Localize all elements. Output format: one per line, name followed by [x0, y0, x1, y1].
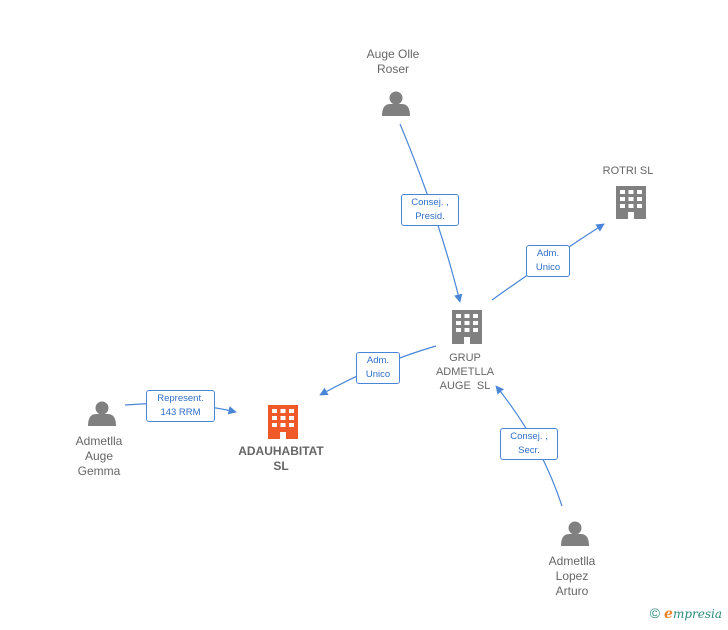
building-icon[interactable]: [268, 405, 298, 439]
node-label-rotri-sl[interactable]: ROTRI SL: [568, 164, 688, 178]
node-label-line: Auge Olle: [366, 47, 420, 61]
node-label-admetlla-auge-gemma[interactable]: Admetlla Auge Gemma: [39, 434, 159, 479]
node-label-line: Lopez: [555, 569, 589, 583]
edge-label-line: Consej. ,: [510, 431, 548, 442]
node-label-line: ROTRI SL: [602, 165, 654, 177]
node-label-line: SL: [273, 459, 289, 473]
node-label-adauhabitat[interactable]: ADAUHABITAT SL: [221, 444, 341, 474]
person-icon[interactable]: [382, 91, 410, 117]
edge-label-roser-to-grup[interactable]: Consej. , Presid.: [401, 194, 459, 226]
edge-label-grup-to-rotri[interactable]: Adm. Unico: [526, 245, 570, 277]
node-label-auge-olle-roser[interactable]: Auge Olle Roser: [333, 47, 453, 77]
edge-label-line: Adm.: [536, 248, 560, 259]
edge-label-arturo-to-grup[interactable]: Consej. , Secr.: [500, 428, 558, 460]
edge-label-line: Secr.: [518, 445, 540, 456]
edge-label-gemma-to-adau[interactable]: Represent. 143 RRM: [146, 390, 215, 422]
edge-label-line: Unico: [365, 369, 391, 380]
node-label-line: Arturo: [555, 584, 589, 598]
edge-label-line: Adm.: [366, 355, 390, 366]
node-label-line: Auge: [84, 449, 114, 463]
node-label-line: AUGE SL: [439, 380, 491, 392]
node-label-line: Admetlla: [548, 554, 596, 568]
building-icon[interactable]: [616, 186, 646, 219]
node-label-line: Roser: [376, 62, 409, 76]
edge-label-line: Represent.: [157, 393, 204, 404]
node-label-grup-admetlla[interactable]: GRUP ADMETLLA AUGE SL: [405, 351, 525, 393]
edge-label-line: 143 RRM: [160, 407, 201, 418]
node-label-line: ADAUHABITAT: [238, 444, 324, 458]
brand-initial: e: [664, 606, 673, 622]
node-label-line: Admetlla: [75, 434, 123, 448]
node-label-line: GRUP: [449, 352, 481, 364]
edge-label-grup-to-adau[interactable]: Adm. Unico: [356, 352, 400, 384]
node-label-admetlla-lopez-arturo[interactable]: Admetlla Lopez Arturo: [512, 554, 632, 599]
copyright-icon: ©: [649, 605, 661, 621]
node-label-line: ADMETLLA: [435, 366, 495, 378]
empresia-brand: ©empresia: [650, 605, 722, 622]
node-label-line: Gemma: [77, 464, 121, 478]
edge-label-line: Consej. ,: [411, 197, 449, 208]
edge-label-line: Presid.: [415, 211, 445, 222]
person-icon[interactable]: [561, 521, 589, 547]
brand-name: mpresia: [672, 607, 722, 621]
building-icon[interactable]: [452, 310, 482, 344]
edge-label-line: Unico: [535, 262, 561, 273]
person-icon[interactable]: [88, 401, 116, 427]
